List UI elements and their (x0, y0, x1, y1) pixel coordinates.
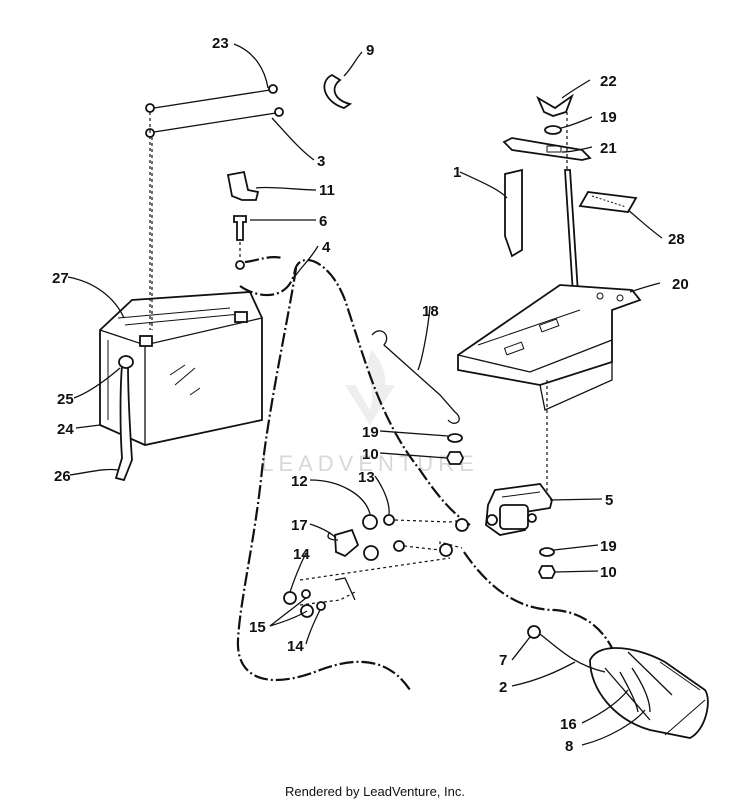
battery-vent-tube (114, 364, 133, 482)
battery-strap (323, 73, 353, 109)
battery-pad (578, 191, 638, 213)
terminal-nut (235, 260, 245, 270)
callout-28: 28 (668, 231, 685, 248)
wing-nut (536, 93, 574, 117)
callout-24: 24 (57, 421, 74, 438)
battery-cable-lower (145, 107, 284, 138)
cable-ring-upper (455, 518, 469, 532)
battery-cable-top (145, 84, 278, 113)
callout-6: 6 (319, 213, 327, 230)
callout-10-left: 10 (362, 446, 379, 463)
callout-19-left: 19 (362, 424, 379, 441)
washer-right (539, 547, 555, 557)
callout-15: 15 (249, 619, 266, 636)
callout-25: 25 (57, 391, 74, 408)
starter-motor (589, 647, 709, 739)
callout-26: 26 (54, 468, 71, 485)
callout-19-top: 19 (600, 109, 617, 126)
ground-hardware (283, 577, 356, 618)
battery (99, 291, 263, 446)
washer-left (447, 433, 463, 443)
callout-12: 12 (291, 473, 308, 490)
callout-2: 2 (499, 679, 507, 696)
callout-21: 21 (600, 140, 617, 157)
callout-1: 1 (453, 164, 461, 181)
cable-tie-8 (631, 667, 651, 713)
leadventure-watermark-logo (345, 350, 395, 425)
hold-down-slot (546, 145, 562, 153)
callout-23: 23 (212, 35, 229, 52)
callout-20: 20 (672, 276, 689, 293)
footer-credit: Rendered by LeadVenture, Inc. (285, 784, 465, 799)
callout-9: 9 (366, 42, 374, 59)
watermark-text: LEADVENTURE (261, 451, 479, 476)
callout-14-lower: 14 (287, 638, 304, 655)
ground-cable (236, 255, 411, 691)
callout-13: 13 (358, 469, 375, 486)
starter-cable (463, 551, 613, 649)
callout-19-right: 19 (600, 538, 617, 555)
callout-8: 8 (565, 738, 573, 755)
nut-right (537, 565, 557, 579)
bracket (504, 168, 523, 258)
callout-3: 3 (317, 153, 325, 170)
callout-27: 27 (52, 270, 69, 287)
callout-5: 5 (605, 492, 613, 509)
callout-17: 17 (291, 517, 308, 534)
tray-support-rod (371, 330, 460, 424)
solenoid-hardware (327, 514, 405, 561)
callout-22: 22 (600, 73, 617, 90)
callout-10-right: 10 (600, 564, 617, 581)
cable-tie-16 (619, 671, 639, 713)
nut-left (445, 451, 465, 465)
washer-top (544, 125, 562, 135)
main-cable (239, 259, 471, 526)
terminal-bolt (233, 215, 247, 241)
vent-elbow (118, 355, 134, 369)
battery-tray (457, 284, 642, 411)
callout-11: 11 (319, 182, 335, 199)
starter-solenoid (485, 483, 553, 536)
callout-14-upper: 14 (293, 546, 310, 563)
callout-18: 18 (422, 303, 439, 320)
callout-16: 16 (560, 716, 577, 733)
cable-ring-lower (439, 543, 453, 557)
callout-4: 4 (322, 239, 331, 256)
callout-7: 7 (499, 652, 507, 669)
starter-ring-terminal (527, 625, 541, 639)
terminal-boot (226, 170, 260, 201)
